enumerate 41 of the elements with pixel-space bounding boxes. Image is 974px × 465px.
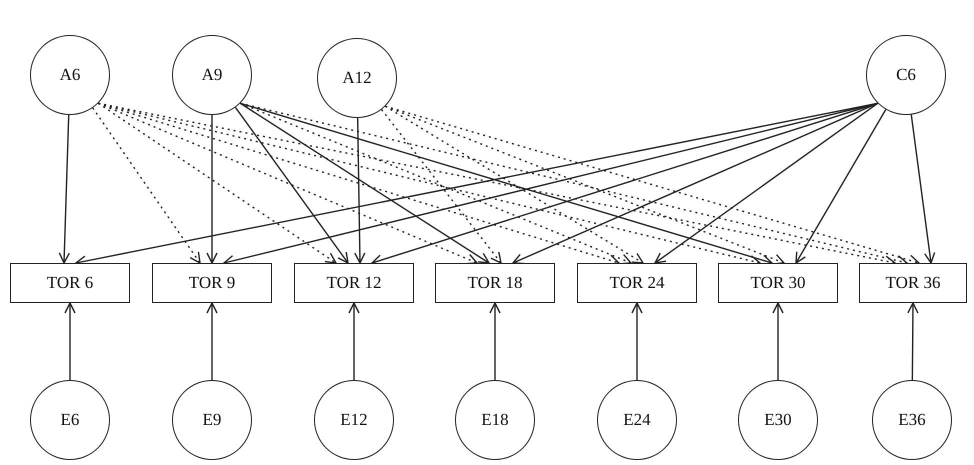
dotted-arrow	[98, 102, 620, 266]
arrow	[354, 118, 366, 264]
variable-box: TOR 36	[859, 263, 967, 303]
variable-circle: A6	[30, 35, 110, 115]
arrow	[772, 302, 784, 380]
arrow	[910, 114, 936, 264]
variable-box: TOR 6	[10, 263, 130, 303]
variable-circle: A12	[317, 38, 397, 118]
dotted-arrow	[98, 102, 337, 264]
variable-box: TOR 24	[577, 263, 697, 303]
arrow	[631, 302, 643, 380]
arrow	[206, 115, 218, 264]
arrow	[234, 107, 349, 264]
arrow	[795, 109, 886, 264]
variable-box: TOR 30	[718, 263, 838, 303]
dotted-arrow	[384, 106, 644, 264]
arrow	[64, 302, 76, 380]
dotted-arrow	[92, 108, 201, 264]
variable-circle: C6	[866, 35, 946, 115]
variable-box: TOR 18	[435, 263, 555, 303]
variable-box: TOR 9	[152, 263, 272, 303]
variable-circle: E18	[455, 380, 535, 460]
arrow	[240, 102, 490, 264]
arrow	[907, 302, 919, 380]
variable-circle: E9	[172, 380, 252, 460]
variable-circle: E6	[30, 380, 110, 460]
variable-circle: E36	[872, 380, 952, 460]
variable-circle: E30	[738, 380, 818, 460]
arrow	[206, 302, 218, 380]
arrow	[58, 114, 70, 264]
arrow	[512, 102, 878, 264]
variable-circle: A9	[172, 35, 252, 115]
variable-box: TOR 12	[294, 263, 414, 303]
arrow	[348, 302, 360, 380]
variable-circle: E12	[314, 380, 394, 460]
arrow	[489, 302, 501, 380]
arrow	[654, 102, 878, 264]
arrow	[240, 102, 773, 266]
variable-circle: E24	[597, 380, 677, 460]
dotted-arrow	[381, 109, 502, 264]
dotted-arrow	[98, 102, 478, 264]
